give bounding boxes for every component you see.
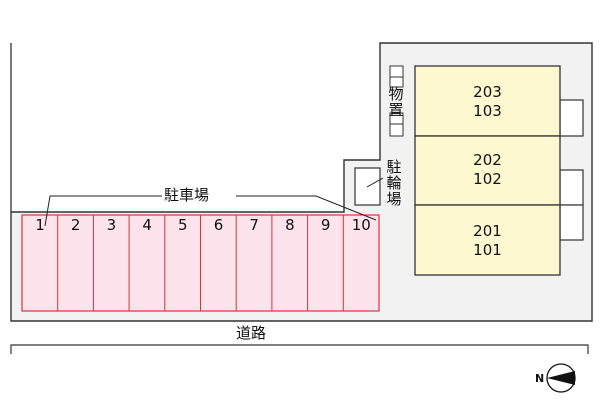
north-arrow-icon bbox=[546, 363, 576, 393]
stall-number: 2 bbox=[70, 216, 81, 234]
balconies bbox=[559, 99, 584, 241]
stall-number: 6 bbox=[213, 216, 224, 234]
bicycle-leader-line bbox=[366, 177, 384, 188]
storage-boxes bbox=[389, 65, 404, 137]
bicycle-parking-box bbox=[354, 167, 381, 206]
unit-block-201-101: 201 101 bbox=[473, 222, 502, 259]
stall-number: 5 bbox=[178, 216, 188, 234]
stall-number: 3 bbox=[106, 216, 117, 234]
stall-number: 8 bbox=[285, 216, 295, 234]
stall-number: 1 bbox=[35, 216, 45, 234]
storage-label: 物 置 bbox=[388, 85, 404, 119]
unit-block-202-102: 202 102 bbox=[473, 151, 502, 188]
parking-leader-right bbox=[236, 195, 377, 221]
road-label: 道路 bbox=[236, 324, 267, 342]
stall-number: 9 bbox=[320, 216, 331, 234]
stall-number: 10 bbox=[351, 216, 371, 234]
bicycle-parking-label: 駐 輪 場 bbox=[386, 158, 402, 208]
stall-number: 7 bbox=[249, 216, 259, 234]
building bbox=[414, 65, 561, 276]
parking-leader-left bbox=[44, 195, 162, 227]
north-label: N bbox=[535, 372, 545, 385]
stall-number: 4 bbox=[142, 216, 152, 234]
unit-block-203-103: 203 103 bbox=[473, 83, 502, 120]
road-line bbox=[10, 344, 589, 354]
parking-area bbox=[21, 214, 380, 312]
parking-label: 駐車場 bbox=[164, 186, 210, 204]
